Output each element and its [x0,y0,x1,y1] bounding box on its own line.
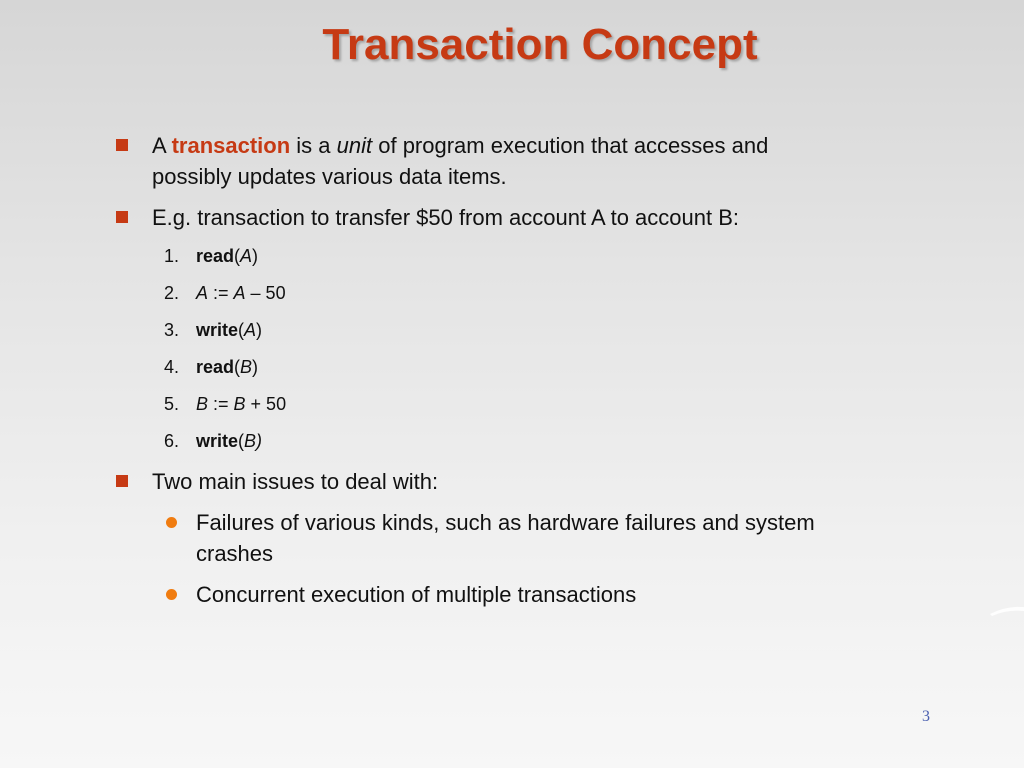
step-number: 4. [164,357,180,377]
slide-title: Transaction Concept [322,20,758,69]
step-arg: A [244,320,257,340]
bullet-transfer-example: E.g. transaction to transfer $50 from ac… [152,205,739,230]
step-rhs: A [233,283,246,303]
step-1: 1. read(A) [164,244,258,268]
step-3: 3. write(A) [164,318,262,342]
swoosh-decoration-icon [990,606,1024,616]
step-5: 5. B := B + 50 [164,392,286,416]
page-number: 3 [922,708,930,725]
step-number: 2. [164,283,180,303]
sub-bullet-failures: Failures of various kinds, such as hardw… [196,507,815,569]
paren-close: ) [252,357,259,377]
step-lhs: A [196,283,209,303]
paren-close: ) [256,320,263,340]
step-op: write [196,320,239,340]
term-unit: unit [336,133,373,158]
paren-open: ( [238,431,245,451]
paren-open: ( [234,246,241,266]
step-op: read [196,357,235,377]
bullet1-mid: is a [290,133,337,158]
step-assign: := [208,283,234,303]
step-op: write [196,431,239,451]
step-lhs: B [196,394,209,414]
sub1-line2: crashes [196,541,274,566]
step-arg: B) [244,431,263,451]
step-6: 6. write(B) [164,429,262,453]
step-number: 1. [164,246,180,266]
term-transaction: transaction [171,133,291,158]
square-bullet-icon [116,475,128,487]
round-bullet-icon [166,589,177,600]
paren-close: ) [252,246,259,266]
sub1-line1: Failures of various kinds, such as hardw… [196,510,815,535]
paren-open: ( [234,357,241,377]
step-arg: B [240,357,253,377]
step-number: 3. [164,320,180,340]
step-arg: A [240,246,253,266]
bullet1-post: of program execution that accesses and [372,133,769,158]
step-assign: := [208,394,234,414]
step-4: 4. read(B) [164,355,258,379]
paren-open: ( [238,320,245,340]
step-op: read [196,246,235,266]
step-number: 5. [164,394,180,414]
step-rhs: B [233,394,246,414]
square-bullet-icon [116,211,128,223]
step-number: 6. [164,431,180,451]
bullet-transaction-definition: A transaction is a unit of program execu… [152,130,768,192]
round-bullet-icon [166,517,177,528]
sub-bullet-concurrency: Concurrent execution of multiple transac… [196,582,637,607]
bullet-main-issues: Two main issues to deal with: [152,469,439,494]
step-rest: + 50 [245,394,287,414]
bullet1-pre: A [152,133,172,158]
step-2: 2. A := A – 50 [164,281,286,305]
bullet1-line2: possibly updates various data items. [152,164,507,189]
step-rest: – 50 [245,283,286,303]
square-bullet-icon [116,139,128,151]
